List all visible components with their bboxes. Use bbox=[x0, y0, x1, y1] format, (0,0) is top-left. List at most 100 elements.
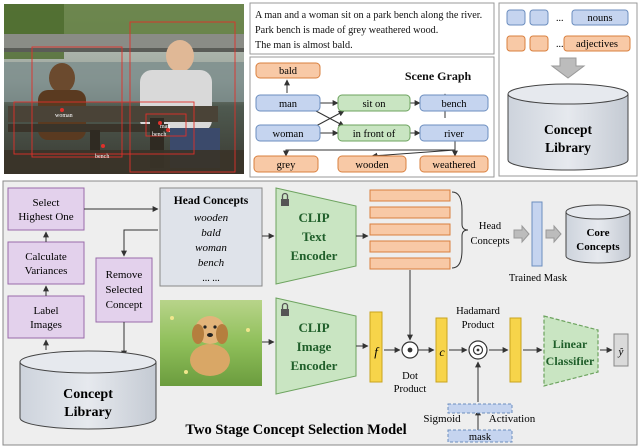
node-in-front-of-label: in front of bbox=[353, 129, 396, 140]
node-grey bbox=[253, 155, 319, 173]
concept-library-top-panel: ... nouns ... adjectives Concept Library bbox=[498, 2, 638, 177]
concept-library-top-cylinder: Concept Library bbox=[507, 83, 629, 171]
linear-classifier: Linear Classifier bbox=[543, 315, 599, 387]
legend-noun-box-1 bbox=[506, 9, 526, 26]
photo-label-bench: bench bbox=[95, 154, 109, 160]
park-bench-photo: woman bench bench man bbox=[4, 4, 244, 174]
concept-score-bar bbox=[435, 317, 448, 383]
dog-photo bbox=[160, 300, 262, 386]
head-concept-bald: bald bbox=[201, 227, 221, 239]
masked-score-bar bbox=[509, 317, 522, 383]
library-bottom-line1: Concept bbox=[63, 387, 113, 402]
photo-label-bench-2: bench bbox=[152, 132, 166, 138]
arrow-right-icon-1 bbox=[513, 224, 530, 244]
head-concepts-label-line1: Head bbox=[479, 221, 502, 232]
node-bench bbox=[419, 94, 489, 112]
caption-panel: A man and a woman sit on a park bench al… bbox=[249, 2, 495, 55]
scene-graph-panel: Scene Graph bald man woman sit on in fro… bbox=[249, 56, 495, 178]
photo-label-man: man bbox=[160, 124, 170, 130]
concept-library-bottom-cylinder: Concept Library bbox=[19, 350, 157, 430]
core-concepts-cylinder: Core Concepts bbox=[565, 204, 631, 264]
variances-line2: Variances bbox=[25, 265, 68, 277]
head-concept-woman: woman bbox=[195, 242, 227, 254]
dot-product-line2: Product bbox=[394, 384, 427, 395]
photo-label-woman: woman bbox=[55, 113, 73, 119]
symbol-c: c bbox=[439, 345, 445, 359]
linear-classifier-line1: Linear bbox=[553, 337, 588, 351]
label-line2: Images bbox=[30, 319, 62, 331]
legend-adjectives-label: adjectives bbox=[576, 39, 618, 50]
legend-noun-box-2 bbox=[529, 9, 549, 26]
node-in-front-of bbox=[337, 124, 411, 142]
left-flow: Select Highest One Calculate Variances L… bbox=[7, 187, 153, 339]
left-flow-arrows bbox=[43, 206, 159, 357]
text-embedding-stack bbox=[369, 189, 469, 270]
node-bench-label: bench bbox=[441, 99, 467, 110]
node-man bbox=[255, 94, 321, 112]
arrow-down-icon bbox=[550, 57, 586, 79]
remove-selected-box bbox=[95, 257, 153, 323]
model-title: Two Stage Concept Selection Model bbox=[185, 422, 406, 438]
core-concepts-line2: Concepts bbox=[576, 241, 620, 253]
node-woman bbox=[255, 124, 321, 142]
legend-adj-box-2 bbox=[529, 35, 549, 52]
head-concepts-label-line2: Concepts bbox=[470, 236, 509, 247]
remove-line3: Concept bbox=[106, 299, 143, 311]
calculate-variances-box bbox=[7, 241, 85, 285]
node-grey-label: grey bbox=[277, 160, 296, 171]
output-bar bbox=[613, 333, 629, 367]
dot-product-line1: Dot bbox=[402, 371, 418, 382]
scene-graph-title: Scene Graph bbox=[405, 69, 472, 83]
hadamard-icon bbox=[468, 340, 488, 360]
caption-2: Park bench is made of grey weathered woo… bbox=[255, 25, 438, 36]
node-weathered bbox=[419, 155, 489, 173]
node-man-label: man bbox=[279, 99, 298, 110]
head-concept-bench: bench bbox=[198, 257, 225, 269]
head-concepts-title: Head Concepts bbox=[174, 195, 249, 207]
symbol-f: f bbox=[374, 344, 380, 359]
sigmoid-label: Sigmoid bbox=[423, 413, 461, 425]
hadamard-line1: Hadamard bbox=[456, 306, 500, 317]
remove-line1: Remove bbox=[106, 269, 143, 281]
head-concept-wooden: wooden bbox=[194, 212, 229, 224]
clip-text-line1: CLIP bbox=[298, 210, 329, 225]
core-concepts-line1: Core bbox=[586, 227, 609, 239]
mask-bar bbox=[447, 429, 513, 443]
node-river-label: river bbox=[444, 129, 464, 140]
clip-text-line3: Encoder bbox=[291, 248, 338, 263]
caption-1: A man and a woman sit on a park bench al… bbox=[255, 10, 482, 21]
trained-mask-label: Trained Mask bbox=[509, 273, 568, 284]
variances-line1: Calculate bbox=[25, 251, 67, 263]
head-concepts-box: Head Concepts wooden bald woman bench ..… bbox=[159, 187, 263, 287]
clip-image-line1: CLIP bbox=[298, 320, 329, 335]
dot-product-arrows bbox=[384, 270, 435, 353]
clip-image-line2: Image bbox=[297, 339, 332, 354]
remove-line2: Selected bbox=[105, 284, 143, 296]
image-feature-bar bbox=[369, 311, 383, 383]
activation-label: Activation bbox=[489, 413, 536, 425]
node-bald-label: bald bbox=[279, 66, 298, 77]
select-line2: Highest One bbox=[18, 211, 73, 223]
activated-mask-bar bbox=[447, 403, 513, 414]
library-bottom-line2: Library bbox=[64, 405, 111, 420]
linear-classifier-line2: Classifier bbox=[546, 354, 595, 368]
encoder-input-arrows bbox=[262, 233, 275, 345]
clip-text-encoder: CLIP Text Encoder bbox=[275, 187, 357, 285]
node-sit-on-label: sit on bbox=[362, 99, 386, 110]
label-line1: Label bbox=[33, 305, 58, 317]
node-bald bbox=[255, 62, 321, 79]
node-weathered-label: weathered bbox=[432, 160, 476, 171]
hadamard-line2: Product bbox=[462, 320, 495, 331]
legend-adjectives-box bbox=[563, 35, 631, 52]
select-highest-box bbox=[7, 187, 85, 231]
lock-icon bbox=[281, 302, 289, 316]
legend-nouns-dots: ... bbox=[556, 13, 564, 24]
arrow-right-icon-2 bbox=[545, 224, 562, 244]
node-sit-on bbox=[337, 94, 411, 112]
clip-text-line2: Text bbox=[302, 229, 327, 244]
caption-3: The man is almost bald. bbox=[255, 40, 353, 51]
symbol-y-hat: ŷ bbox=[618, 346, 624, 358]
trained-mask-bar bbox=[531, 201, 543, 267]
legend-adj-box-1 bbox=[506, 35, 526, 52]
